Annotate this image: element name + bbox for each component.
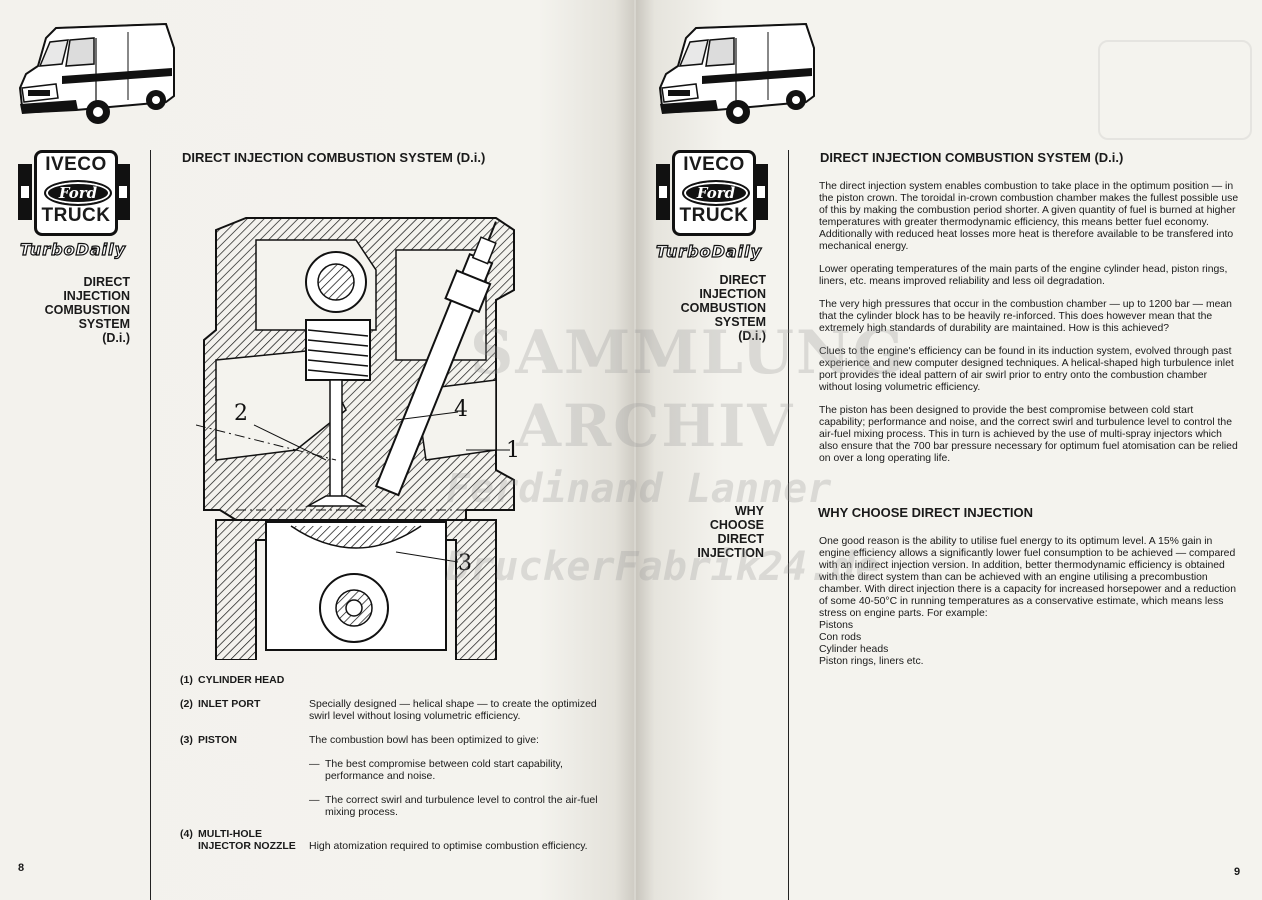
engine-cross-section-diagram: 2 1 3 4	[196, 217, 520, 660]
example-item: Cylinder heads	[819, 644, 889, 655]
logo-side-bar	[656, 164, 670, 220]
side-heading-line: CHOOSE	[709, 518, 764, 532]
logo-side-bar	[754, 164, 768, 220]
column-divider	[150, 150, 151, 900]
bleed-through-ghost	[1098, 40, 1252, 140]
left-page: IVECO Ford TRUCK TurboDaily DIRECT INJEC…	[0, 0, 634, 900]
paragraph: The very high pressures that occur in th…	[819, 299, 1232, 334]
turbodaily-logo: TurboDaily	[655, 241, 763, 261]
part-description: High atomization required to optimise co…	[309, 840, 588, 852]
dash-bullet: —	[309, 794, 320, 806]
side-heading-line: SYSTEM	[714, 315, 766, 329]
diagram-label: 1	[506, 438, 520, 463]
column-divider	[788, 150, 789, 900]
side-heading: DIRECT INJECTION COMBUSTION SYSTEM (D.i.…	[646, 273, 766, 343]
logo-truck-text: TRUCK	[41, 205, 111, 226]
paragraph: The piston has been designed to provide …	[819, 405, 1238, 464]
diagram-label: 4	[454, 397, 468, 422]
ford-oval-logo: Ford	[682, 180, 750, 206]
logo-truck-text: TRUCK	[679, 205, 749, 226]
part-number: (3)	[180, 734, 193, 746]
logo-side-bar	[116, 164, 130, 220]
part-name: PISTON	[198, 734, 237, 746]
body-text: The direct injection system enables comb…	[819, 181, 1241, 476]
turbodaily-logo: TurboDaily	[19, 239, 127, 259]
part-description: Specially designed — helical shape — to …	[309, 698, 597, 722]
piston-point-text: The best compromise between cold start c…	[325, 758, 563, 782]
side-heading-line: WHY	[734, 504, 764, 518]
side-heading-line: COMBUSTION	[44, 303, 130, 317]
ford-oval-logo: Ford	[44, 180, 112, 206]
logo-iveco-text: IVECO	[45, 154, 107, 175]
example-item: Con rods	[819, 632, 862, 643]
side-heading-line: DIRECT	[83, 275, 130, 289]
page-title: DIRECT INJECTION COMBUSTION SYSTEM (D.i.…	[820, 150, 1124, 165]
diagram-label: 2	[234, 401, 248, 426]
side-heading-line: DIRECT	[719, 273, 766, 287]
example-item: Piston rings, liners etc.	[819, 656, 924, 667]
piston-point-text: The correct swirl and turbulence level t…	[325, 794, 598, 818]
paragraph: One good reason is the ability to utilis…	[819, 536, 1236, 619]
page-title: DIRECT INJECTION COMBUSTION SYSTEM (D.i.…	[182, 150, 486, 165]
side-heading-line: COMBUSTION	[680, 301, 766, 315]
part-name: INLET PORT	[198, 698, 261, 710]
side-heading-line: INJECTION	[699, 287, 766, 301]
right-page: IVECO Ford TRUCK TurboDaily DIRECT INJEC…	[636, 0, 1262, 900]
diagram-label: 3	[458, 551, 472, 576]
part-description: The combustion bowl has been optimized t…	[309, 734, 539, 746]
side-heading-line: INJECTION	[63, 289, 130, 303]
part-label: (3) PISTON	[180, 734, 308, 746]
side-heading-line: (D.i.)	[738, 329, 766, 343]
paragraph: Clues to the engine's efficiency can be …	[819, 346, 1234, 393]
iveco-ford-truck-logo: IVECO Ford TRUCK	[18, 150, 130, 236]
part-number: (1)	[180, 674, 193, 686]
page-number: 8	[18, 862, 25, 874]
side-heading-line: INJECTION	[697, 546, 764, 560]
side-heading-line: (D.i.)	[102, 331, 130, 345]
logo-side-bar	[18, 164, 32, 220]
part-label: (1) CYLINDER HEAD	[180, 674, 308, 686]
section-title: WHY CHOOSE DIRECT INJECTION	[818, 505, 1034, 520]
why-body-text: One good reason is the ability to utilis…	[819, 536, 1241, 668]
part-name: INJECTOR NOZZLE	[198, 840, 296, 852]
van-illustration	[658, 22, 815, 124]
why-side-heading: WHY CHOOSE DIRECT INJECTION	[644, 504, 764, 560]
part-name: CYLINDER HEAD	[198, 674, 285, 686]
logo-iveco-text: IVECO	[683, 154, 745, 175]
side-heading: DIRECT INJECTION COMBUSTION SYSTEM (D.i.…	[10, 275, 130, 345]
page-number: 9	[1234, 866, 1241, 878]
van-illustration	[18, 22, 175, 124]
iveco-ford-truck-logo: IVECO Ford TRUCK	[656, 150, 768, 236]
part-label: (2) INLET PORT	[180, 698, 308, 710]
side-heading-line: DIRECT	[717, 532, 764, 546]
side-heading-line: SYSTEM	[78, 317, 130, 331]
part-name: MULTI-HOLE	[198, 828, 262, 840]
part-number: (2)	[180, 698, 193, 710]
example-item: Pistons	[819, 620, 854, 631]
part-number: (4)	[180, 828, 193, 840]
dash-bullet: —	[309, 758, 320, 770]
paragraph: The direct injection system enables comb…	[819, 181, 1239, 252]
paragraph: Lower operating temperatures of the main…	[819, 264, 1228, 287]
